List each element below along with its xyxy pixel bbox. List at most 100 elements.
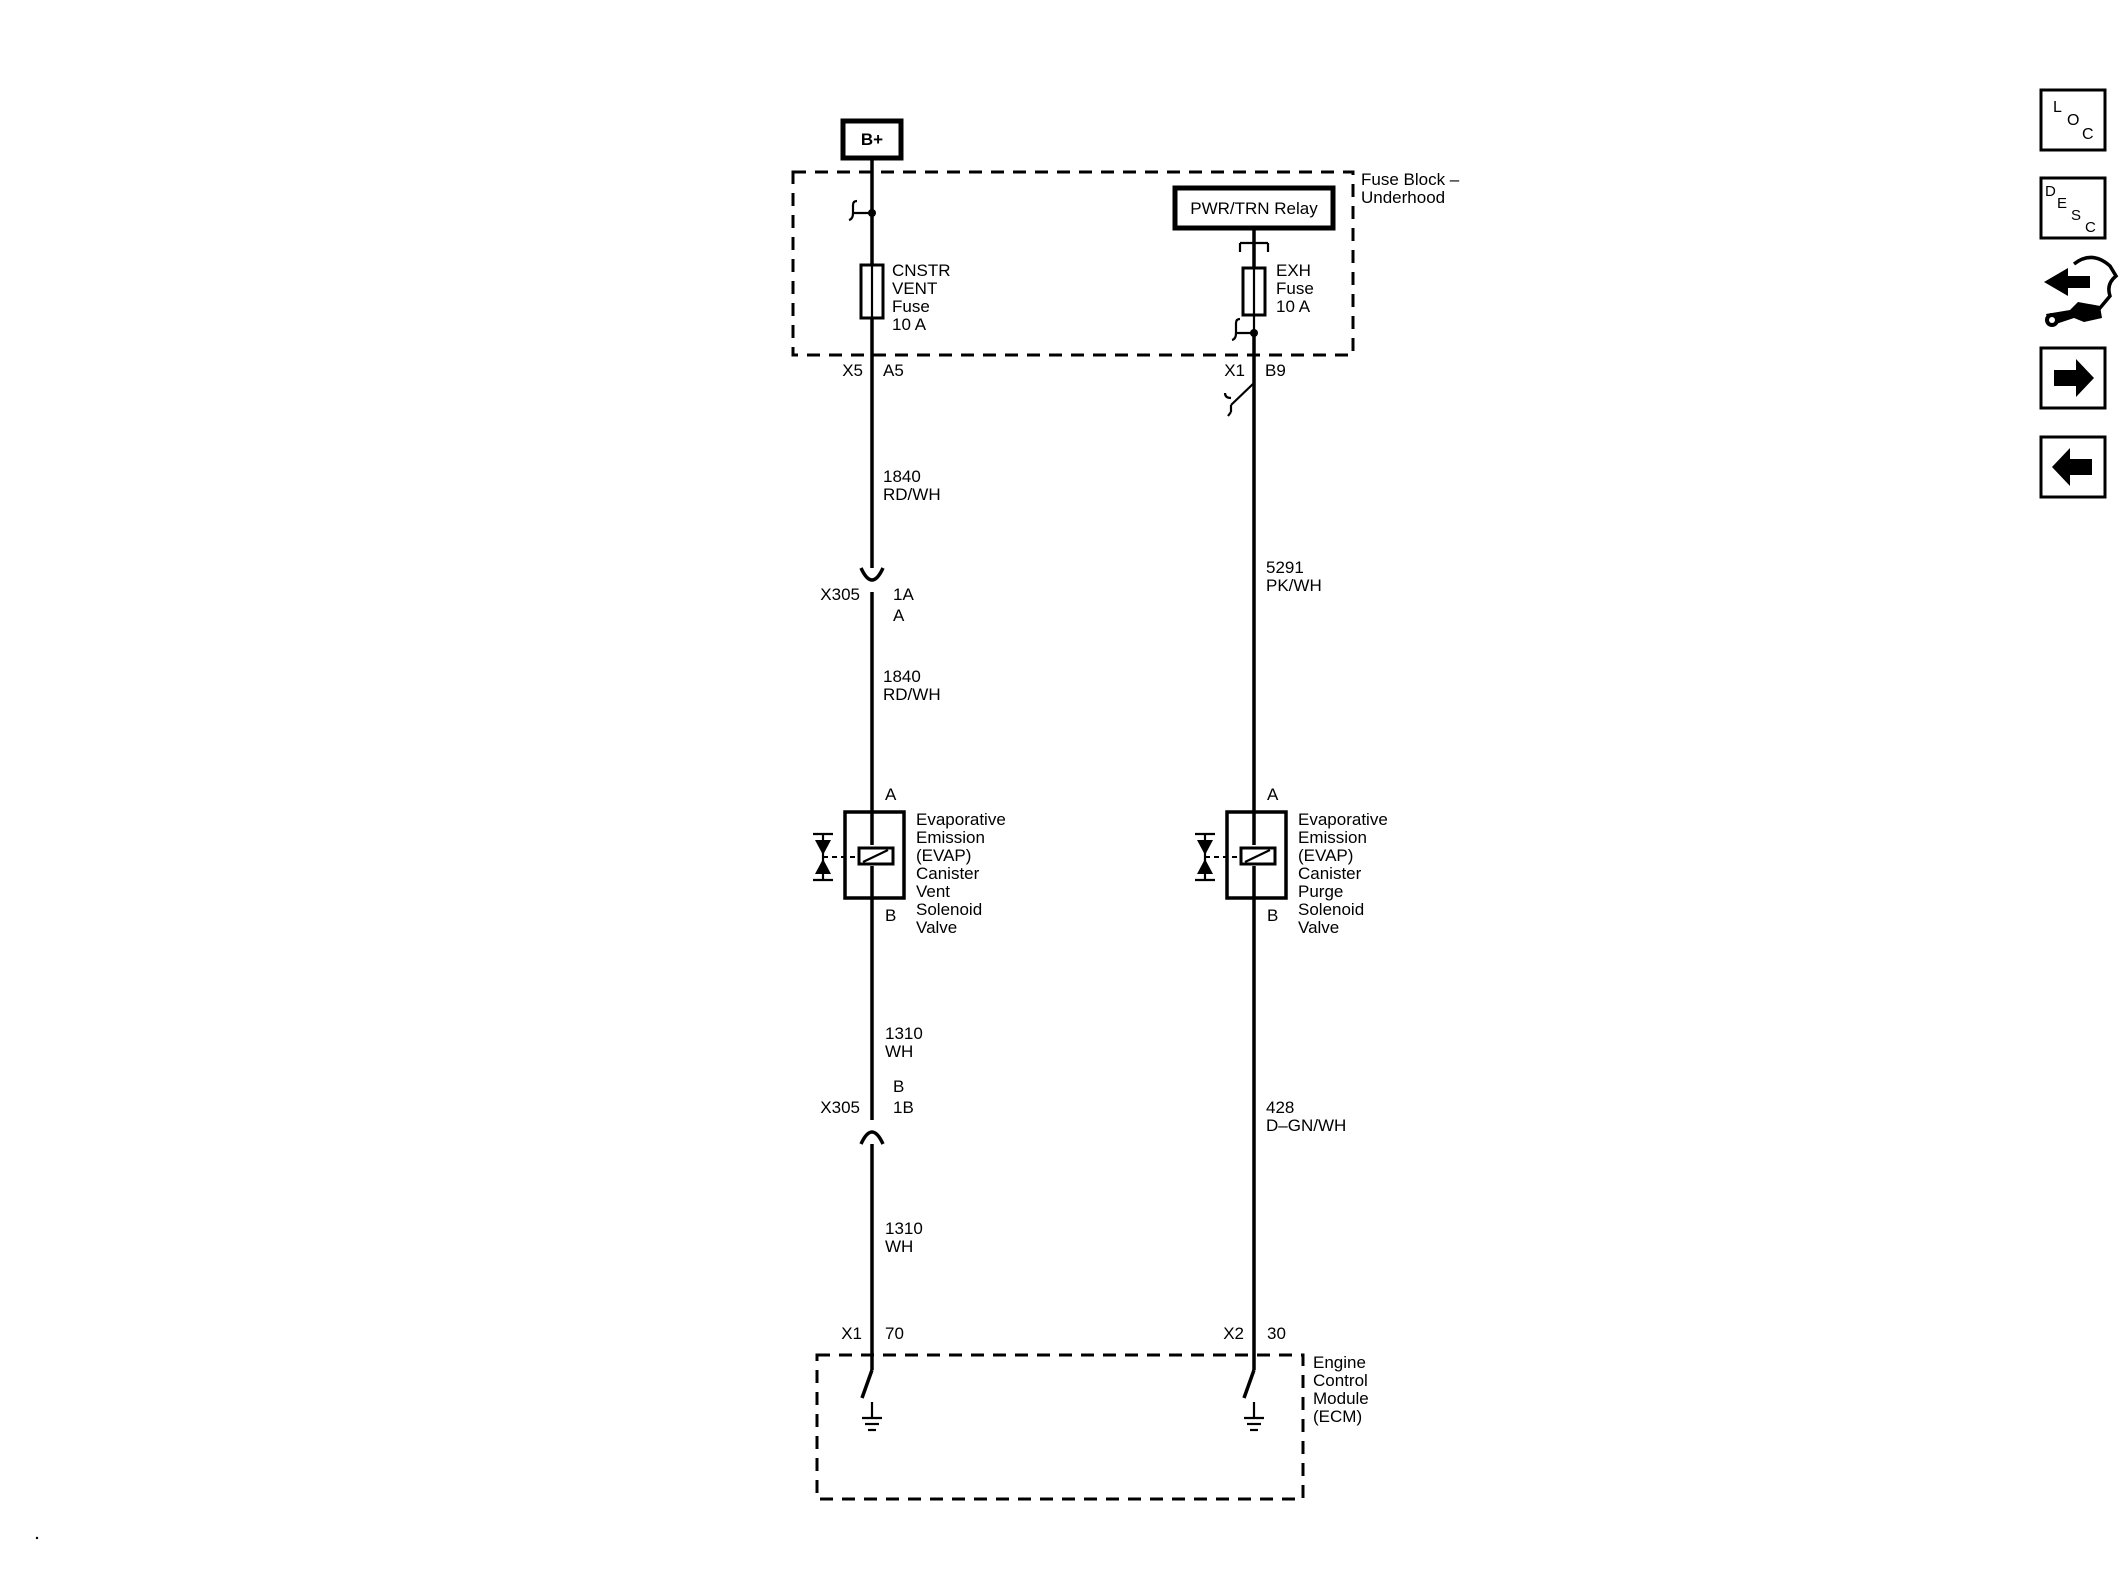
right-solenoid-pin-b: B xyxy=(1267,906,1278,925)
svg-text:PK/WH: PK/WH xyxy=(1266,576,1322,595)
svg-text:Fuse: Fuse xyxy=(892,297,930,316)
inline-connector-x305-top: X305 1A A xyxy=(820,567,914,625)
svg-text:L: L xyxy=(2053,99,2062,116)
svg-text:Underhood: Underhood xyxy=(1361,188,1445,207)
svg-text:Canister: Canister xyxy=(1298,864,1362,883)
connector-end-view-icon[interactable] xyxy=(2044,255,2119,327)
ecm-right-low-side-switch xyxy=(1242,1369,1264,1432)
ecm-left-low-side-switch xyxy=(860,1369,882,1432)
svg-text:PWR/TRN Relay: PWR/TRN Relay xyxy=(1190,199,1318,218)
svg-text:1310: 1310 xyxy=(885,1219,923,1238)
left-wire-1840-label-2: 1840 RD/WH xyxy=(883,667,941,704)
svg-text:VENT: VENT xyxy=(892,279,937,298)
ecm-pin-30: 30 xyxy=(1267,1324,1286,1343)
svg-text:Valve: Valve xyxy=(916,918,957,937)
svg-text:RD/WH: RD/WH xyxy=(883,685,941,704)
svg-text:Emission: Emission xyxy=(916,828,985,847)
svg-text:Fuse: Fuse xyxy=(1276,279,1314,298)
svg-text:RD/WH: RD/WH xyxy=(883,485,941,504)
svg-text:Module: Module xyxy=(1313,1389,1369,1408)
svg-text:B: B xyxy=(893,1077,904,1096)
svg-text:Evaporative: Evaporative xyxy=(1298,810,1388,829)
svg-text:1310: 1310 xyxy=(885,1024,923,1043)
left-solenoid-pin-b: B xyxy=(885,906,896,925)
svg-text:Emission: Emission xyxy=(1298,828,1367,847)
svg-text:10 A: 10 A xyxy=(892,315,927,334)
svg-text:1840: 1840 xyxy=(883,667,921,686)
fuse-block-connector-x5: X5 xyxy=(842,361,863,380)
description-button[interactable]: D E S C xyxy=(2039,176,2107,240)
svg-text:WH: WH xyxy=(885,1042,913,1061)
svg-text:WH: WH xyxy=(885,1237,913,1256)
svg-text:X305: X305 xyxy=(820,585,860,604)
left-fuse-splice xyxy=(848,199,876,222)
exh-fuse: EXH Fuse 10 A xyxy=(1241,261,1314,333)
svg-text:(ECM): (ECM) xyxy=(1313,1407,1362,1426)
stray-dot xyxy=(35,1536,39,1540)
right-wire-428-label: 428 D–GN/WH xyxy=(1266,1098,1346,1135)
svg-text:5291: 5291 xyxy=(1266,558,1304,577)
ecm-connector-x1: X1 xyxy=(841,1324,862,1343)
previous-page-button[interactable] xyxy=(2039,435,2107,499)
ecm-label: Engine Control Module (ECM) xyxy=(1313,1353,1369,1426)
svg-text:10 A: 10 A xyxy=(1276,297,1311,316)
fuse-block-label: Fuse Block – Underhood xyxy=(1361,170,1460,207)
right-fuse-splice xyxy=(1231,317,1258,342)
svg-text:(EVAP): (EVAP) xyxy=(1298,846,1353,865)
svg-text:Evaporative: Evaporative xyxy=(916,810,1006,829)
svg-text:Canister: Canister xyxy=(916,864,980,883)
canister-purge-solenoid-label: Evaporative Emission (EVAP) Canister Pur… xyxy=(1298,810,1388,937)
canister-vent-solenoid-label: Evaporative Emission (EVAP) Canister Ven… xyxy=(916,810,1006,937)
ecm-connector-x2: X2 xyxy=(1223,1324,1244,1343)
svg-text:1840: 1840 xyxy=(883,467,921,486)
svg-text:X305: X305 xyxy=(820,1098,860,1117)
right-wire-5291-label: 5291 PK/WH xyxy=(1266,558,1322,595)
cnstr-vent-fuse: CNSTR VENT Fuse 10 A xyxy=(859,261,951,334)
fuse-block-pin-b9: B9 xyxy=(1265,361,1286,380)
svg-text:CNSTR: CNSTR xyxy=(892,261,951,280)
svg-text:E: E xyxy=(2057,195,2067,212)
fuse-block-boundary xyxy=(791,170,1355,357)
svg-text:428: 428 xyxy=(1266,1098,1294,1117)
fuse-block-pin-a5: A5 xyxy=(883,361,904,380)
svg-text:O: O xyxy=(2067,112,2079,129)
svg-text:Solenoid: Solenoid xyxy=(916,900,982,919)
relay-contact-bracket xyxy=(1238,241,1270,268)
battery-positive-terminal: B+ xyxy=(840,118,904,161)
arrow-left-icon xyxy=(2052,448,2092,486)
svg-text:D–GN/WH: D–GN/WH xyxy=(1266,1116,1346,1135)
right-external-branch xyxy=(1223,382,1255,417)
svg-text:(EVAP): (EVAP) xyxy=(916,846,971,865)
svg-text:Control: Control xyxy=(1313,1371,1368,1390)
next-page-button[interactable] xyxy=(2039,346,2107,410)
svg-text:A: A xyxy=(893,606,905,625)
svg-text:Engine: Engine xyxy=(1313,1353,1366,1372)
ecm-pin-70: 70 xyxy=(885,1324,904,1343)
svg-text:Purge: Purge xyxy=(1298,882,1343,901)
svg-text:C: C xyxy=(2085,219,2096,236)
svg-text:Valve: Valve xyxy=(1298,918,1339,937)
svg-text:EXH: EXH xyxy=(1276,261,1311,280)
left-wire-1310-label: 1310 WH xyxy=(885,1024,923,1061)
arrow-right-icon xyxy=(2054,359,2094,397)
svg-text:D: D xyxy=(2045,183,2056,200)
svg-text:Vent: Vent xyxy=(916,882,950,901)
left-wire-1310-label-2: 1310 WH xyxy=(885,1219,923,1256)
left-wire-1840-label: 1840 RD/WH xyxy=(883,467,941,504)
right-solenoid-pin-a: A xyxy=(1267,785,1279,804)
fuse-block-connector-x1: X1 xyxy=(1224,361,1245,380)
pwr-trn-relay: PWR/TRN Relay xyxy=(1172,185,1336,231)
ecm-boundary xyxy=(815,1353,1305,1501)
svg-text:S: S xyxy=(2071,207,2081,224)
location-button[interactable]: L O C xyxy=(2039,88,2107,152)
svg-text:1B: 1B xyxy=(893,1098,914,1117)
svg-text:Solenoid: Solenoid xyxy=(1298,900,1364,919)
svg-text:1A: 1A xyxy=(893,585,914,604)
inline-connector-x305-bottom: B 1B X305 xyxy=(820,1077,914,1145)
svg-text:C: C xyxy=(2082,126,2094,143)
canister-purge-solenoid-valve xyxy=(1195,806,1288,902)
canister-vent-solenoid-valve xyxy=(813,806,906,902)
b-plus-label: B+ xyxy=(861,130,883,149)
svg-text:Fuse Block –: Fuse Block – xyxy=(1361,170,1460,189)
